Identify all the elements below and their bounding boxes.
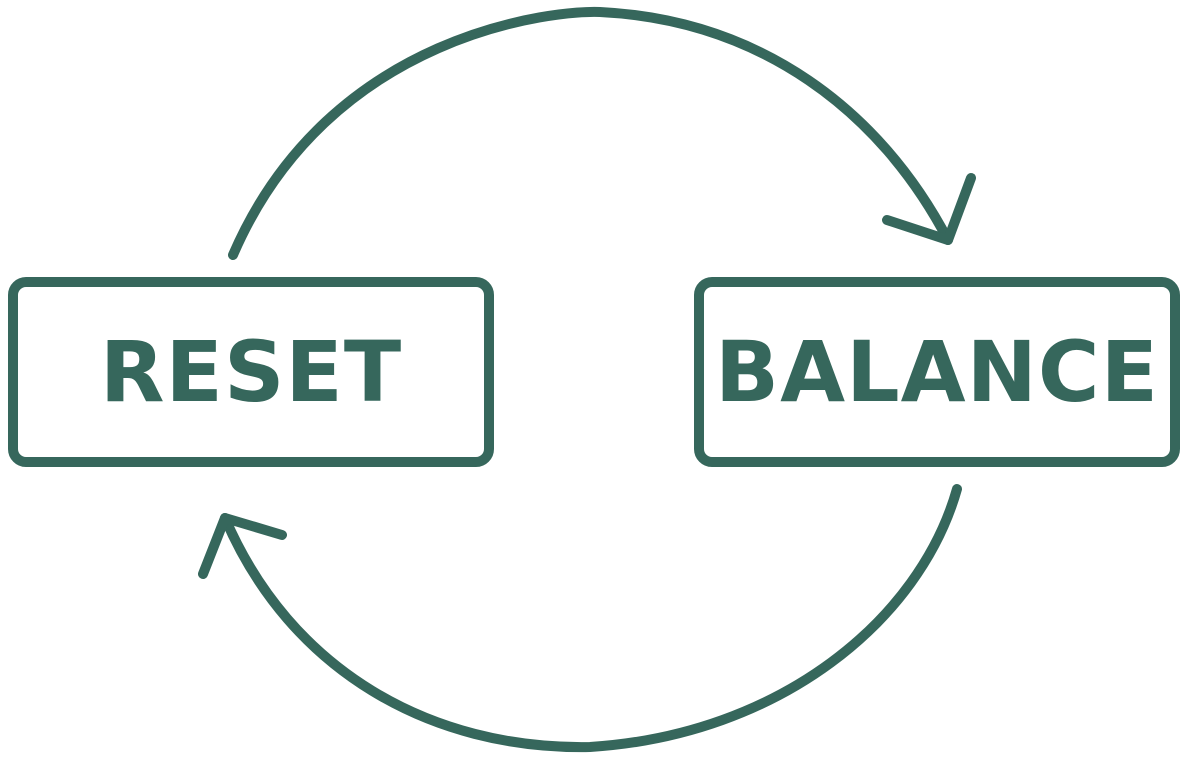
balance-label: BALANCE xyxy=(715,323,1159,421)
arrowhead-reset-to-balance xyxy=(882,173,976,245)
arrowhead-balance-to-reset xyxy=(198,513,287,579)
reset-node: RESET xyxy=(8,277,494,467)
reset-label: RESET xyxy=(99,323,403,421)
arrow-balance-to-reset xyxy=(220,484,962,753)
balance-node: BALANCE xyxy=(694,277,1180,467)
arrow-reset-to-balance xyxy=(228,6,953,260)
